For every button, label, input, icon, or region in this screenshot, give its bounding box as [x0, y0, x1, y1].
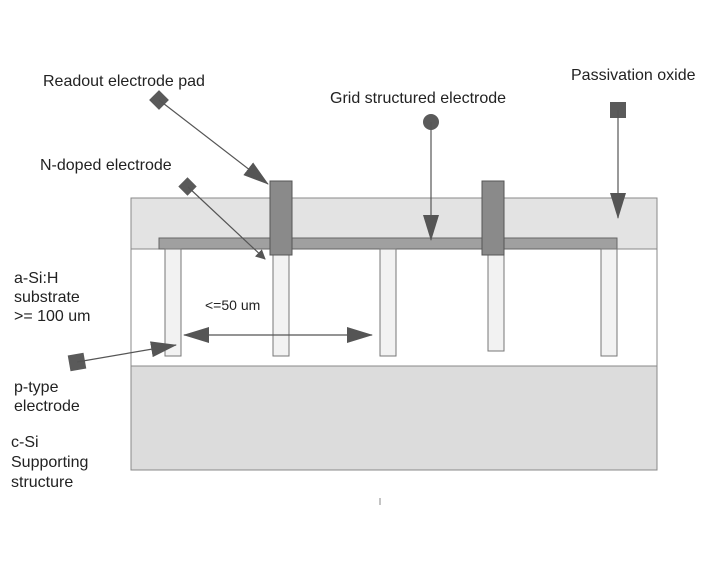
p-type-arrow: [76, 341, 177, 363]
passivation-label: Passivation oxide: [571, 67, 696, 84]
grid-electrode-label: Grid structured electrode: [330, 90, 506, 107]
substrate-label-line3: >= 100 um: [14, 308, 91, 325]
substrate-label-line1: a-Si:H: [14, 270, 58, 287]
substrate-label-line2: substrate: [14, 289, 80, 306]
c-si-label-line2: Supporting: [11, 454, 88, 471]
pitch-label: <=50 um: [205, 297, 260, 313]
n-doped-arrow: [187, 186, 266, 260]
electrode-finger: [164, 248, 182, 357]
c-si-label-line1: c-Si: [11, 434, 39, 451]
readout-pad-arrow: [158, 99, 269, 185]
p-type-label-line1: p-type: [14, 379, 59, 396]
readout-pad: [269, 180, 293, 256]
c-si-supporting-layer: [130, 365, 658, 471]
p-type-label-line2: electrode: [14, 398, 80, 415]
electrode-finger: [487, 248, 505, 352]
readout-pad: [481, 180, 505, 256]
electrode-finger: [272, 248, 290, 357]
n-doped-label: N-doped electrode: [40, 157, 172, 174]
electrode-finger: [379, 248, 397, 357]
readout-pad-label: Readout electrode pad: [43, 73, 205, 90]
grid-electrode-bar: [158, 237, 618, 250]
electrode-finger: [600, 248, 618, 357]
c-si-label-line3: structure: [11, 474, 73, 491]
